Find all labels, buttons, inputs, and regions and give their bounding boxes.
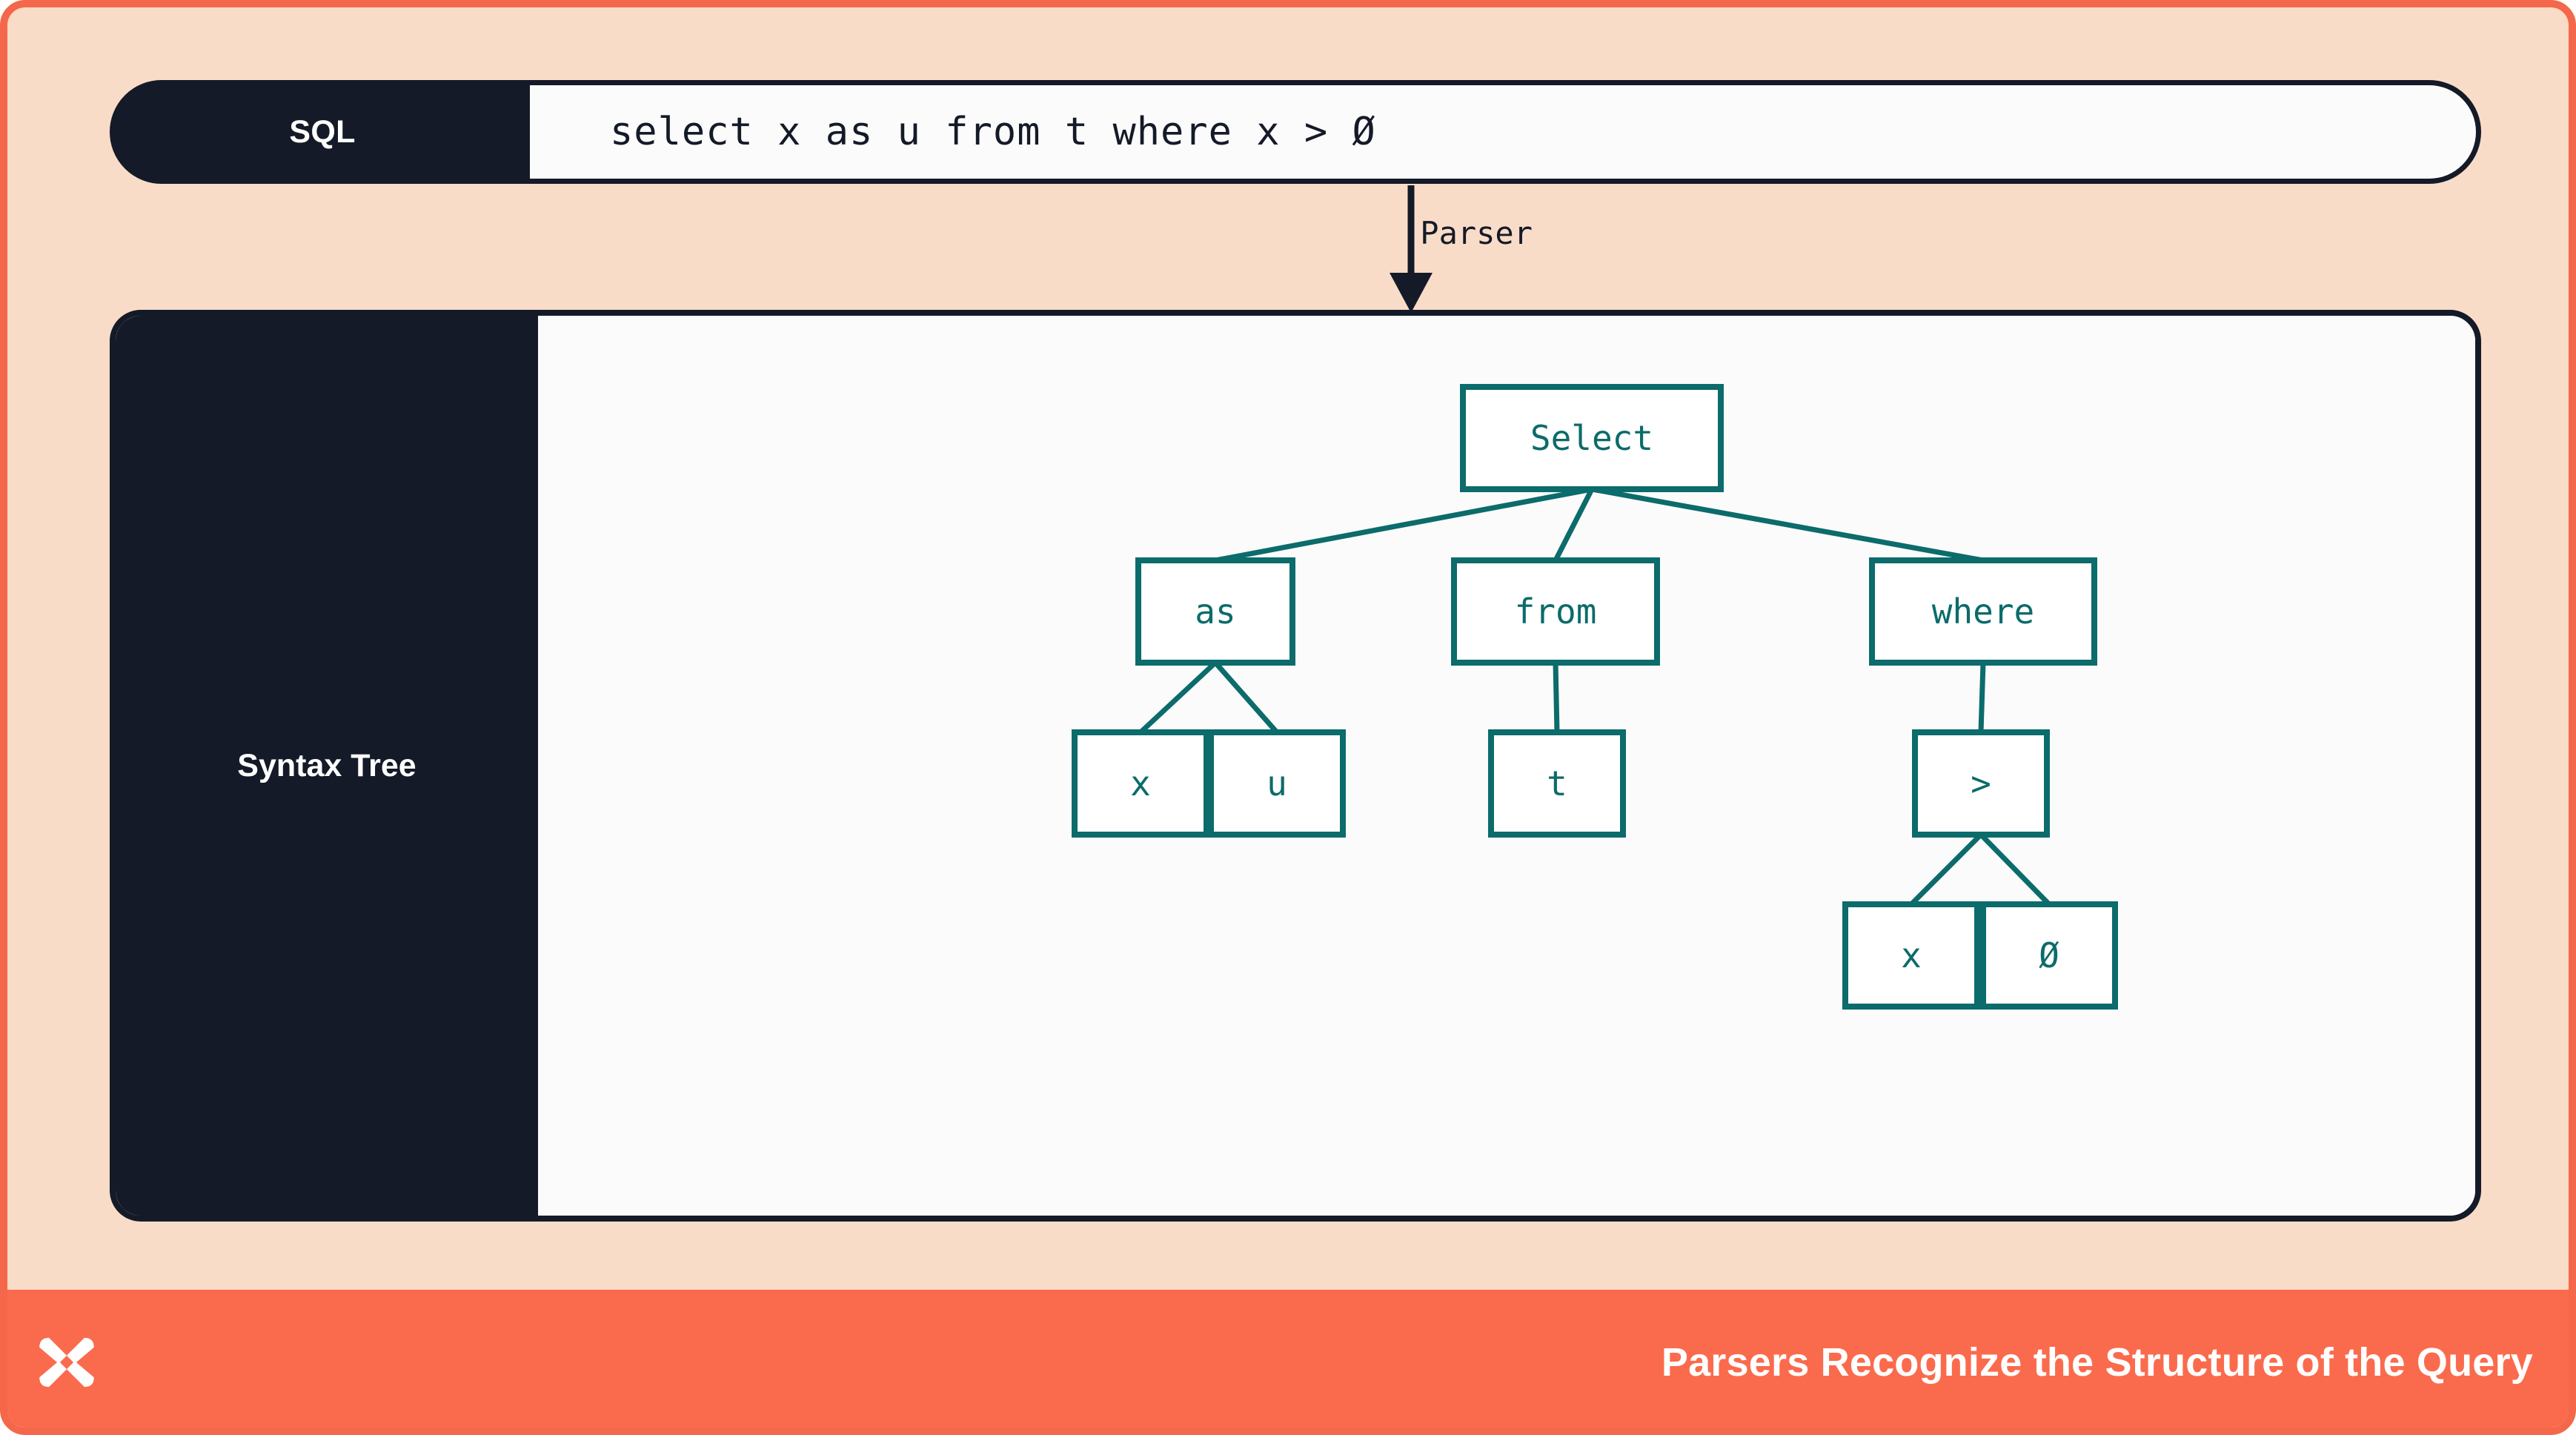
- tree-edge: [1591, 486, 1984, 563]
- parser-label: Parser: [1420, 215, 1533, 251]
- tree-node-box: [1980, 901, 2118, 1010]
- tree-node-box: [1460, 384, 1724, 492]
- tree-node-label: >: [1971, 763, 1991, 803]
- tree-node-label: as: [1195, 591, 1235, 632]
- tree-node-box: [1208, 729, 1346, 838]
- tree-edge: [1553, 488, 1595, 562]
- tree-node-from[interactable]: from: [1451, 557, 1660, 666]
- sql-input-bar: SQL select x as u from t where x > Ø: [110, 80, 2481, 184]
- tree-node-label: Select: [1530, 418, 1653, 458]
- parser-arrow-icon: [1390, 185, 1433, 313]
- tree-edge: [1553, 662, 1560, 733]
- tree-node-box: [1488, 729, 1626, 838]
- tree-node-as-u[interactable]: u: [1208, 729, 1346, 838]
- tree-node-gt-0[interactable]: Ø: [1980, 901, 2118, 1010]
- tree-node-box: [1842, 901, 1980, 1010]
- tree-node-gt[interactable]: >: [1912, 729, 2050, 838]
- sql-query-text[interactable]: select x as u from t where x > Ø: [530, 85, 2476, 179]
- footer-caption: Parsers Recognize the Structure of the Q…: [1661, 1340, 2533, 1385]
- tree-node-box: [1869, 557, 2097, 666]
- tree-node-label: Ø: [2039, 935, 2059, 975]
- parser-arrow-group: Parser: [1312, 185, 1623, 313]
- tree-edge: [1979, 832, 2051, 907]
- tree-node-from-t[interactable]: t: [1488, 729, 1626, 838]
- tree-edge: [1213, 660, 1279, 735]
- sql-bar-label: SQL: [289, 113, 356, 150]
- tree-node-select[interactable]: Select: [1460, 384, 1724, 492]
- tree-node-label: t: [1547, 763, 1567, 803]
- tree-node-label: u: [1267, 763, 1287, 803]
- tree-node-box: [1912, 729, 2050, 838]
- tree-node-label: from: [1515, 591, 1597, 632]
- tree-node-box: [1135, 557, 1295, 666]
- tree-edge: [1138, 660, 1218, 735]
- footer-bar: Parsers Recognize the Structure of the Q…: [7, 1290, 2569, 1428]
- tree-node-label: x: [1901, 935, 1922, 975]
- x-mark-logo-icon: [39, 1337, 94, 1388]
- tree-node-box: [1451, 557, 1660, 666]
- tree-node-label: x: [1130, 763, 1151, 803]
- tree-node-as-x[interactable]: x: [1072, 729, 1209, 838]
- tree-node-as[interactable]: as: [1135, 557, 1295, 666]
- tree-node-box: [1072, 729, 1209, 838]
- syntax-tree-label: Syntax Tree: [237, 747, 416, 783]
- tree-node-gt-x[interactable]: x: [1842, 901, 1980, 1010]
- tree-edge: [1215, 486, 1593, 563]
- tree-node-label: where: [1932, 591, 2034, 632]
- tree-node-where[interactable]: where: [1869, 557, 2097, 666]
- tree-edge-group: [1138, 486, 2051, 907]
- tree-edge: [1978, 662, 1986, 733]
- tree-edge: [1909, 832, 1983, 907]
- syntax-tree-sidebar: Syntax Tree: [116, 316, 538, 1216]
